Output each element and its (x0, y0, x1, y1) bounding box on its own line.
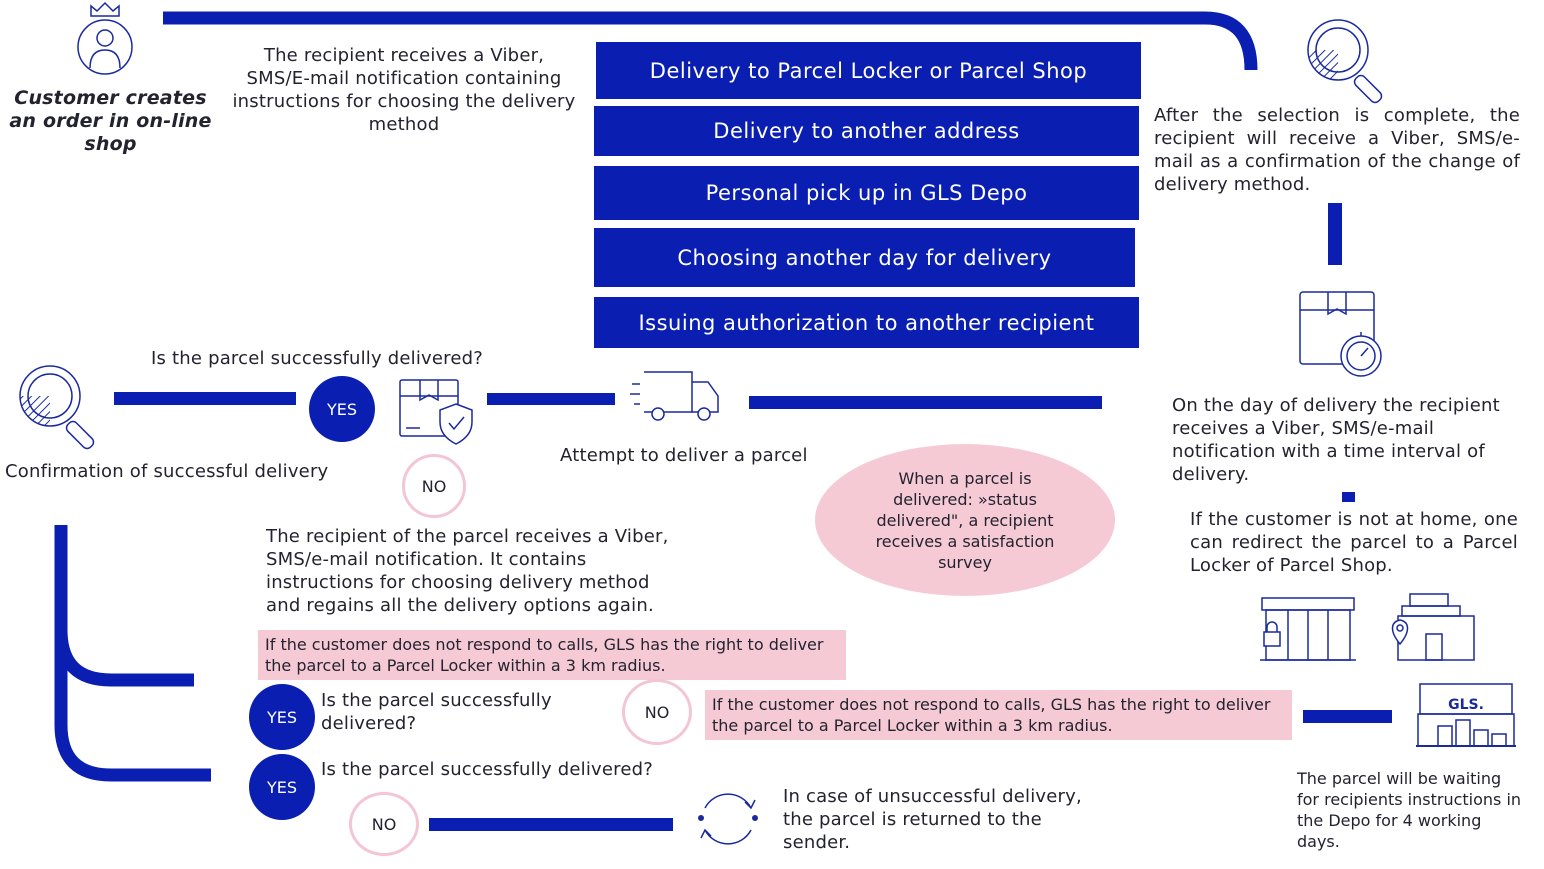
gls-depo-icon (1416, 683, 1516, 747)
no-circle-2: NO (622, 679, 692, 745)
notification-text: The recipient receives a Viber, SMS/E-ma… (232, 45, 576, 135)
delivery-day-text: On the day of delivery the recipient rec… (1172, 395, 1500, 485)
confirmation-magnifier-icon (19, 365, 95, 450)
connector-return (429, 818, 673, 831)
option-another-day: Choosing another day for delivery (594, 228, 1135, 287)
option-pickup-depo: Personal pick up in GLS Depo (594, 166, 1139, 220)
attempt-label: Attempt to deliver a parcel (560, 445, 808, 466)
parcel-locker-icon (1260, 597, 1356, 661)
yes-circle-1: YES (309, 376, 375, 442)
customer-text: Customer creates an order in on-line sho… (9, 87, 212, 155)
option-parcel-locker: Delivery to Parcel Locker or Parcel Shop (596, 42, 1141, 99)
connector-gls (1303, 710, 1392, 723)
confirmation-label: Confirmation of successful delivery (5, 461, 329, 482)
connector-right-vertical (1328, 203, 1342, 265)
option-another-address: Delivery to another address (594, 106, 1139, 156)
no-circle-1: NO (402, 454, 466, 518)
return-to-sender-text: In case of unsuccessful delivery, the pa… (783, 786, 1082, 853)
connector-right-small (1342, 492, 1355, 502)
connector-attempt-right (749, 396, 1102, 409)
yes-circle-3: YES (249, 754, 315, 820)
option-authorization: Issuing authorization to another recipie… (594, 297, 1139, 348)
question-delivered-2: Is the parcel successfully delivered? (321, 690, 552, 734)
depo-waiting-text: The parcel will be waiting for recipient… (1297, 769, 1522, 851)
parcel-shop-icon (1391, 593, 1475, 661)
connector-attempt-left (487, 393, 615, 405)
customer-icon (77, 1, 133, 75)
selection-confirmation-text: After the selection is complete, the rec… (1154, 105, 1520, 195)
question-delivered-3: Is the parcel successfully delivered? (321, 759, 654, 780)
no-circle-3: NO (349, 792, 419, 856)
delivery-truck-icon (630, 371, 719, 421)
satisfaction-survey-ellipse: When a parcel is delivered: »status deli… (815, 444, 1115, 596)
calls-note-2: If the customer does not respond to call… (705, 690, 1292, 740)
connector-confirm (114, 392, 296, 405)
calls-note-1: If the customer does not respond to call… (258, 630, 846, 680)
box-shield-icon (399, 379, 473, 445)
magnifier-icon (1307, 19, 1383, 104)
question-delivered-1: Is the parcel successfully delivered? (151, 348, 484, 369)
gls-sign-text: GLS. (1448, 697, 1484, 713)
not-home-text: If the customer is not at home, one can … (1190, 509, 1518, 576)
box-timer-icon (1299, 291, 1382, 377)
regain-options-text: The recipient of the parcel receives a V… (266, 526, 669, 616)
survey-text: When a parcel is delivered: »status deli… (875, 468, 1055, 572)
return-cycle-icon (698, 793, 758, 845)
yes-circle-2: YES (249, 684, 315, 750)
